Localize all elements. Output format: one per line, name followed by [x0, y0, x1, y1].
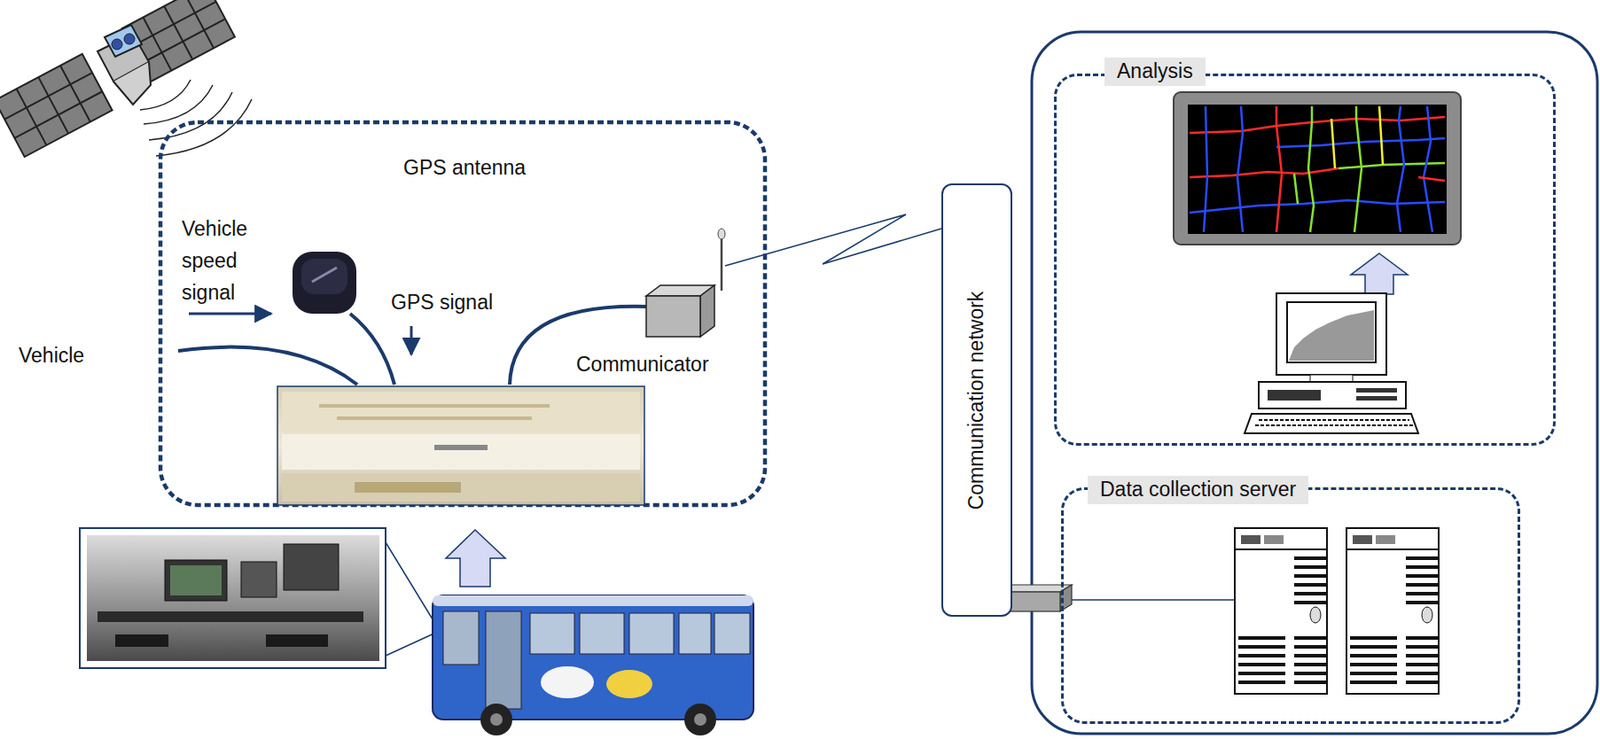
gps-cable [350, 313, 395, 385]
analysis-panel: Analysis [1053, 73, 1556, 446]
part-label: Vehicle [18, 343, 85, 368]
inset-photo [79, 528, 386, 669]
center-outline [1031, 31, 1598, 734]
panel-heading: Data collection server [1087, 476, 1309, 505]
analysis-computer [1244, 293, 1419, 434]
inset-leader [385, 542, 440, 656]
analysis-arrow [1350, 253, 1408, 295]
server-panel: Data collection server [1061, 487, 1521, 725]
satellite [0, 0, 252, 157]
gps-arrow [410, 326, 414, 355]
vehicle-unit-outline [160, 122, 765, 506]
speed-cable [178, 347, 358, 385]
onboard-device [277, 386, 645, 506]
network-title: Communication network [964, 290, 990, 510]
network-box: Communication network [941, 183, 1013, 617]
signal-label: Vehicle speed signal [181, 212, 266, 309]
bus [432, 595, 754, 736]
panel-heading: Analysis [1104, 57, 1206, 86]
server-towers [1234, 528, 1439, 695]
traffic-map-monitor [1173, 92, 1461, 245]
speed-arrow [188, 312, 272, 316]
install-arrow [445, 530, 506, 587]
server-link [1061, 599, 1235, 601]
antenna-label: GPS antenna [403, 156, 526, 180]
part-label: Communicator [576, 352, 710, 377]
gps-antenna [292, 251, 357, 314]
wireless-link [725, 214, 942, 266]
signal-label: GPS signal [390, 290, 493, 315]
communicator-box [646, 228, 726, 337]
